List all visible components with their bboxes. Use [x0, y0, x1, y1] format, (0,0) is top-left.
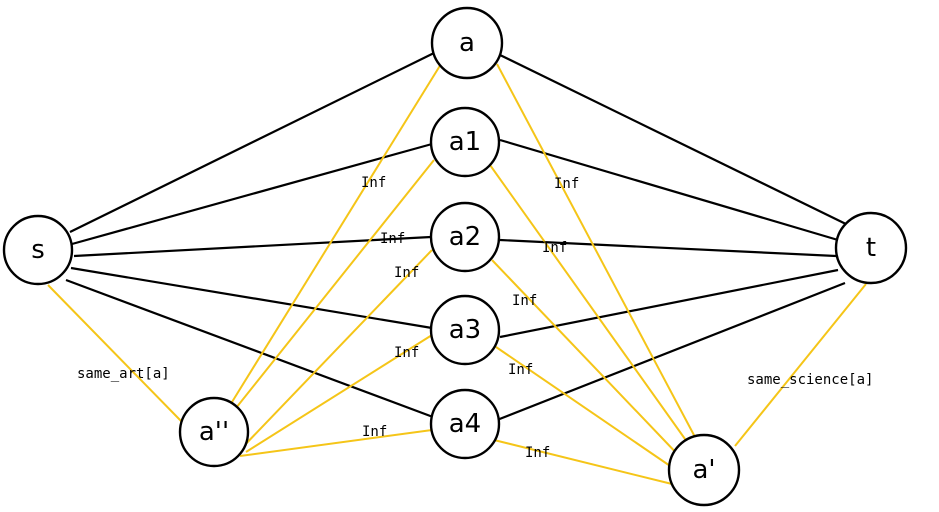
capacity-edges [65, 52, 851, 422]
label-inf-a3-ap: Inf [508, 362, 533, 378]
node-s-label: s [31, 235, 45, 265]
node-a-prime-label: a' [692, 455, 715, 485]
label-inf-app-a2: Inf [394, 265, 419, 281]
label-inf-a2-ap: Inf [512, 293, 537, 309]
label-inf-app-a3: Inf [394, 345, 419, 361]
node-a3-label: a3 [449, 315, 481, 345]
node-a3: a3 [429, 294, 501, 366]
node-s: s [2, 214, 74, 286]
edge-a3-ap [495, 346, 677, 471]
edge-a1-t [499, 138, 839, 242]
edge-app-a [231, 63, 442, 403]
edge-a2-ap [491, 259, 684, 461]
node-a-double-prime-label: a'' [199, 417, 229, 447]
infinite-edges [47, 63, 867, 485]
edge-a-t [499, 54, 851, 227]
edge-s-app [47, 284, 183, 423]
node-a4-label: a4 [449, 409, 481, 439]
edge-app-a4 [239, 429, 433, 457]
label-inf-a1-ap: Inf [542, 240, 567, 256]
node-a: a [430, 6, 504, 80]
edge-a4-ap [493, 439, 673, 485]
label-same-science: same_science[a] [747, 372, 873, 388]
label-inf-a-ap: Inf [554, 176, 579, 192]
label-inf-app-a: Inf [361, 175, 386, 191]
edge-a3-t [499, 268, 839, 339]
edge-a2-t [499, 238, 837, 258]
edge-a-ap [496, 63, 696, 438]
edge-s-a [69, 52, 435, 233]
edge-s-a1 [71, 142, 433, 246]
edge-app-a3 [245, 334, 433, 453]
label-inf-app-a4: Inf [362, 424, 387, 440]
node-a-label: a [459, 28, 475, 58]
edge-labels: Inf Inf Inf Inf Inf Inf Inf Inf Inf Inf … [77, 175, 873, 461]
node-a1-label: a1 [449, 127, 481, 157]
label-same-art: same_art[a] [77, 366, 170, 382]
edge-app-a2 [239, 249, 433, 451]
node-a2: a2 [429, 201, 501, 273]
node-t: t [834, 211, 908, 285]
node-a1: a1 [429, 106, 501, 178]
edge-s-a3 [70, 266, 433, 330]
node-a4: a4 [429, 388, 501, 460]
label-inf-app-a1: Inf [380, 231, 405, 247]
node-a2-label: a2 [449, 222, 481, 252]
nodes: s t a a1 a2 a3 a4 a'' [2, 6, 908, 507]
node-a-double-prime: a'' [178, 396, 250, 468]
edge-a1-ap [489, 164, 691, 447]
node-a-prime: a' [667, 433, 741, 507]
edge-a4-t [496, 281, 846, 422]
edge-s-a4 [65, 278, 434, 419]
edge-s-a2 [73, 235, 432, 258]
edge-ap-t [734, 283, 867, 447]
edge-app-a1 [235, 159, 435, 409]
node-t-label: t [866, 233, 876, 263]
label-inf-a4-ap: Inf [525, 445, 550, 461]
